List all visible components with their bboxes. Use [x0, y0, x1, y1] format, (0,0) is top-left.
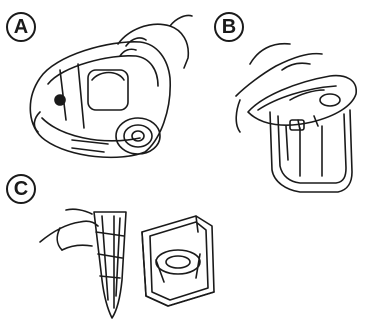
step-label-c: C [14, 179, 28, 199]
step-badge-a: A [6, 12, 36, 42]
open-container-drawing-c [142, 216, 214, 306]
filter-drawing-c [94, 212, 126, 318]
hand-drawing-c [40, 209, 98, 250]
hand-drawing-b [236, 44, 322, 132]
hand-drawing-a [118, 15, 192, 68]
vacuum-body-drawing [30, 42, 170, 158]
step-label-b: B [222, 17, 236, 37]
step-label-a: A [14, 17, 28, 37]
step-badge-b: B [214, 12, 244, 42]
lid-drawing-b [248, 76, 356, 130]
step-badge-c: C [6, 174, 36, 204]
